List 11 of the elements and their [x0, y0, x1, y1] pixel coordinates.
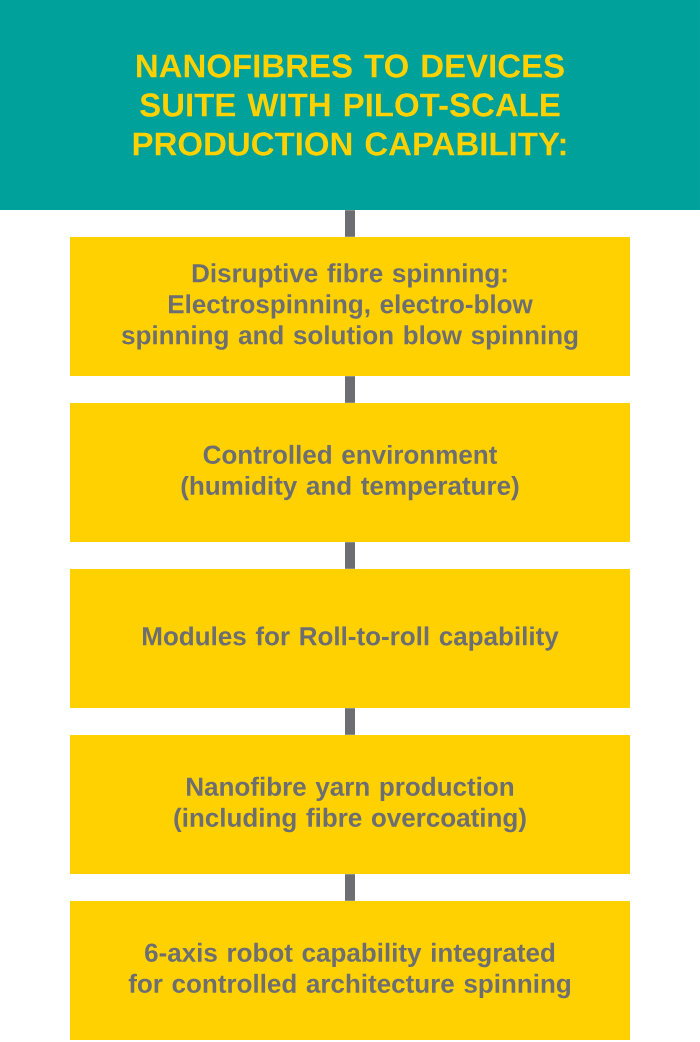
header-box: NANOFIBRES TO DEVICES SUITE WITH PILOT-SCALE PRODUCTION CAPABILITY: — [0, 0, 700, 210]
process-box: Disruptive fibre spinning: Electrospinning, electro-blow spinning and solution blow spinning — [70, 237, 630, 376]
process-box: Modules for Roll-to-roll capability — [70, 569, 630, 708]
connector-line — [345, 874, 355, 901]
connector-line — [345, 708, 355, 735]
process-box: Nanofibre yarn production (including fibre overcoating) — [70, 735, 630, 874]
process-box: Controlled environment (humidity and temperature) — [70, 403, 630, 542]
connector-line — [345, 376, 355, 403]
connector-line — [345, 542, 355, 569]
connector-line — [345, 210, 355, 237]
process-box: 6-axis robot capability integrated for controlled architecture spinning — [70, 901, 630, 1040]
